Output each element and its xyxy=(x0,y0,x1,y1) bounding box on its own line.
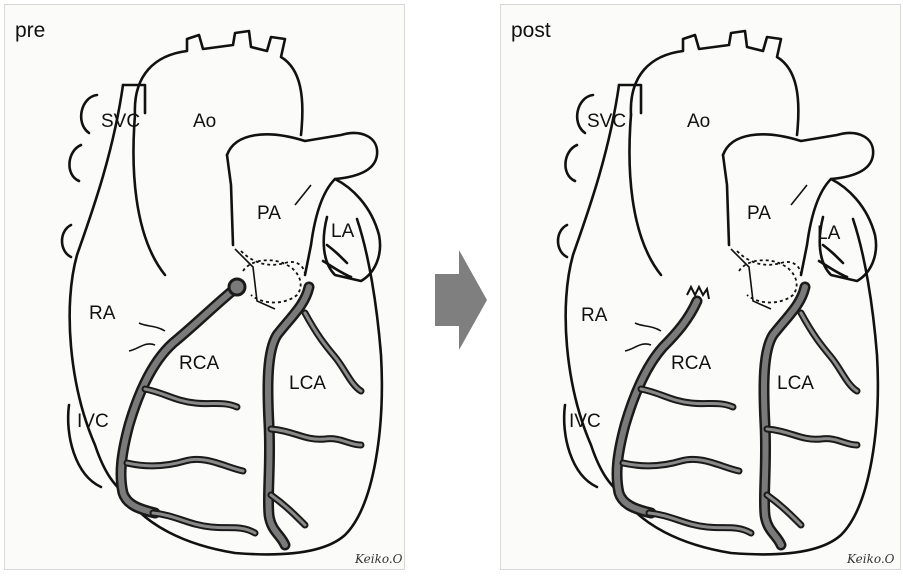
heart-diagram-pre: SVC Ao PA LA RA RCA LCA IVC Keiko.O xyxy=(5,5,405,570)
panel-pre: SVC Ao PA LA RA RCA LCA IVC Keiko.O pre xyxy=(4,4,405,570)
signature: Keiko.O xyxy=(846,552,895,566)
label-ao: Ao xyxy=(193,111,216,132)
heart-outline xyxy=(558,31,878,554)
label-svc: SVC xyxy=(587,111,626,132)
panel-title-pre: pre xyxy=(15,19,45,43)
rca-vessel xyxy=(121,279,245,513)
label-pa: PA xyxy=(747,203,771,224)
lca-vessel xyxy=(764,287,857,545)
label-ra: RA xyxy=(581,305,608,326)
panel-post: SVC Ao PA LA RA RCA LCA IVC Keiko.O post xyxy=(500,4,901,570)
signature: Keiko.O xyxy=(354,552,403,566)
right-arrow-icon xyxy=(433,250,489,350)
label-la: LA xyxy=(331,221,355,242)
label-ra: RA xyxy=(89,303,116,324)
heart-diagram-post: SVC Ao PA LA RA RCA LCA IVC Keiko.O xyxy=(501,5,901,570)
label-ivc: IVC xyxy=(77,411,109,432)
label-ivc: IVC xyxy=(569,411,601,432)
label-lca: LCA xyxy=(289,373,326,394)
label-pa: PA xyxy=(257,203,281,224)
lca-vessel xyxy=(268,287,361,545)
label-rca: RCA xyxy=(671,353,711,374)
label-rca: RCA xyxy=(179,353,219,374)
label-lca: LCA xyxy=(777,373,814,394)
label-ao: Ao xyxy=(687,111,710,132)
label-svc: SVC xyxy=(101,111,140,132)
panel-title-post: post xyxy=(511,19,551,43)
label-la: LA xyxy=(817,223,841,244)
